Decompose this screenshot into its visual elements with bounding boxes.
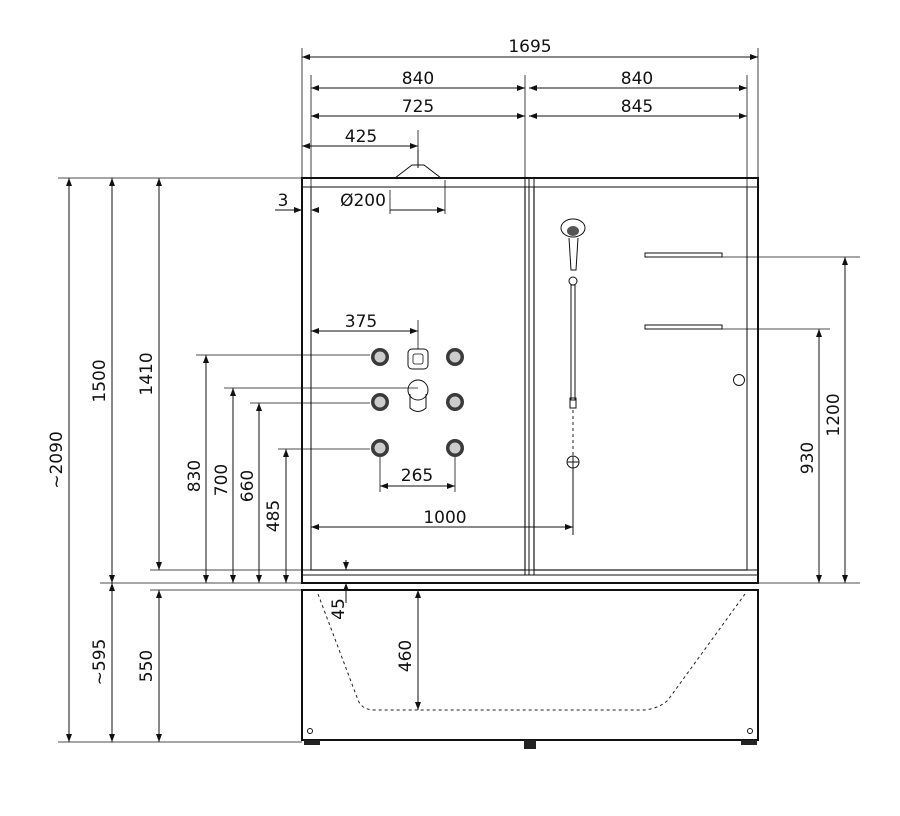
dim-rain-shower-height: 1410 [137,352,157,395]
mixer-tap-icon [407,348,429,412]
dim-tub-depth: 460 [396,640,416,672]
body-jet-icon [446,348,464,366]
top-dimension-labels: 1695 840 840 725 845 425 3 Ø200 [278,37,654,211]
left-dimensions [58,177,418,743]
dim-jet-top-height: 830 [185,460,205,492]
dim-jet-low-height: 485 [264,500,284,532]
shelf-icon [644,252,723,258]
body-jets [371,348,464,457]
dim-hand-shower-offset: 1000 [423,508,466,528]
foot-center [524,740,536,749]
body-jet-icon [446,393,464,411]
dim-right-inner-width: 845 [621,97,653,117]
body-jet-icon [371,393,389,411]
hand-shower-icon [560,218,586,460]
dim-jets-spacing: 265 [401,466,433,486]
interior-dimension-labels: 375 265 1000 [345,312,467,528]
dim-jets-offset: 375 [345,312,377,332]
top-dimensions [275,48,759,214]
foot-right [741,740,757,745]
body-jet-icon [371,439,389,457]
dim-head-shower-diameter: Ø200 [340,191,386,211]
dim-jet-mid-height: 660 [238,470,258,502]
dim-right-panel-width: 840 [621,69,653,89]
body-jet-icon [371,348,389,366]
bathtub-base [301,589,759,749]
dim-tub-height: 550 [137,650,157,682]
door-handle-icon [733,374,745,386]
tub-dimensions [343,560,421,710]
foot-left [304,740,320,745]
interior-dimensions [311,320,573,530]
dim-rim-offset: 45 [329,598,349,620]
dim-left-panel-width: 840 [402,69,434,89]
left-dimension-labels: ~2090 1500 ~595 1410 550 830 700 660 485 [47,352,284,685]
dim-mixer-height: 700 [212,464,232,496]
dim-head-shower-offset: 425 [345,127,377,147]
cabin-frame [301,177,759,591]
right-dimensions [722,256,860,584]
dim-total-height: ~2090 [47,431,67,489]
dim-shelf-low-height: 930 [798,442,818,474]
body-jet-icon [446,439,464,457]
hand-shower-outlet-icon [566,455,580,535]
shelf-icon [644,324,723,330]
dim-shelf-high-height: 1200 [824,393,844,436]
dim-frame-gap: 3 [278,191,289,211]
dim-left-inner-width: 725 [402,97,434,117]
tub-dimension-labels: 45 460 [329,598,416,672]
dim-tray-height: ~595 [90,639,110,686]
rain-shower-head-icon [393,150,443,179]
dim-cabin-height: 1500 [90,359,110,402]
right-dimension-labels: 1200 930 [798,393,844,474]
dim-total-width: 1695 [508,37,551,57]
